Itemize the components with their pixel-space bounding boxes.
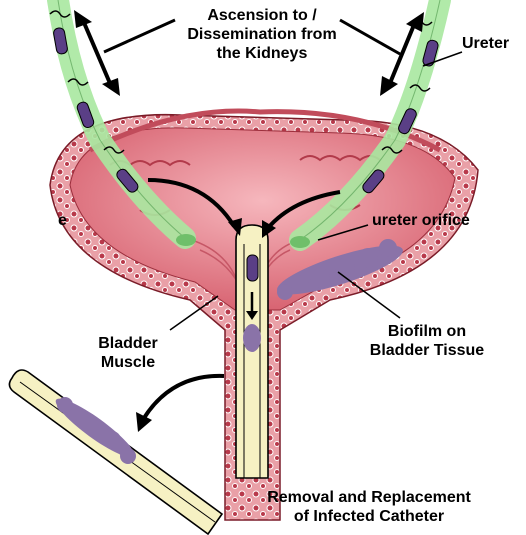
removal-label: Removal and Replacement of Infected Cath…	[234, 488, 504, 526]
indwelling-catheter	[236, 225, 268, 478]
left-ureter-orifice	[176, 234, 196, 246]
removal-line1: Removal and Replacement	[234, 488, 504, 507]
biofilm-label: Biofilm on Bladder Tissue	[362, 322, 492, 360]
ureter-label: Ureter	[462, 34, 509, 53]
biofilm-line2: Bladder Tissue	[362, 341, 492, 360]
bladder-muscle-label: Bladder Muscle	[88, 334, 168, 372]
biofilm-line1: Biofilm on	[362, 322, 492, 341]
ureter-orifice-label: ureter orifice	[372, 211, 470, 230]
removed-catheter	[9, 370, 222, 534]
catheter-bacterium	[247, 255, 258, 281]
catheter-biofilm	[243, 324, 261, 352]
removal-line2: of Infected Catheter	[234, 507, 504, 526]
removal-curved-arrow	[144, 376, 224, 418]
ascension-label-line1: Ascension to /	[152, 6, 372, 25]
bladder-muscle-line2: Muscle	[88, 353, 168, 372]
ascension-label-line2: Dissemination from	[152, 25, 372, 44]
partial-left-label: e	[58, 211, 67, 230]
ascension-label: Ascension to / Dissemination from the Ki…	[152, 6, 372, 63]
ascension-label-line3: the Kidneys	[152, 44, 372, 63]
bladder-muscle-line1: Bladder	[88, 334, 168, 353]
right-ureter-orifice	[290, 236, 310, 248]
